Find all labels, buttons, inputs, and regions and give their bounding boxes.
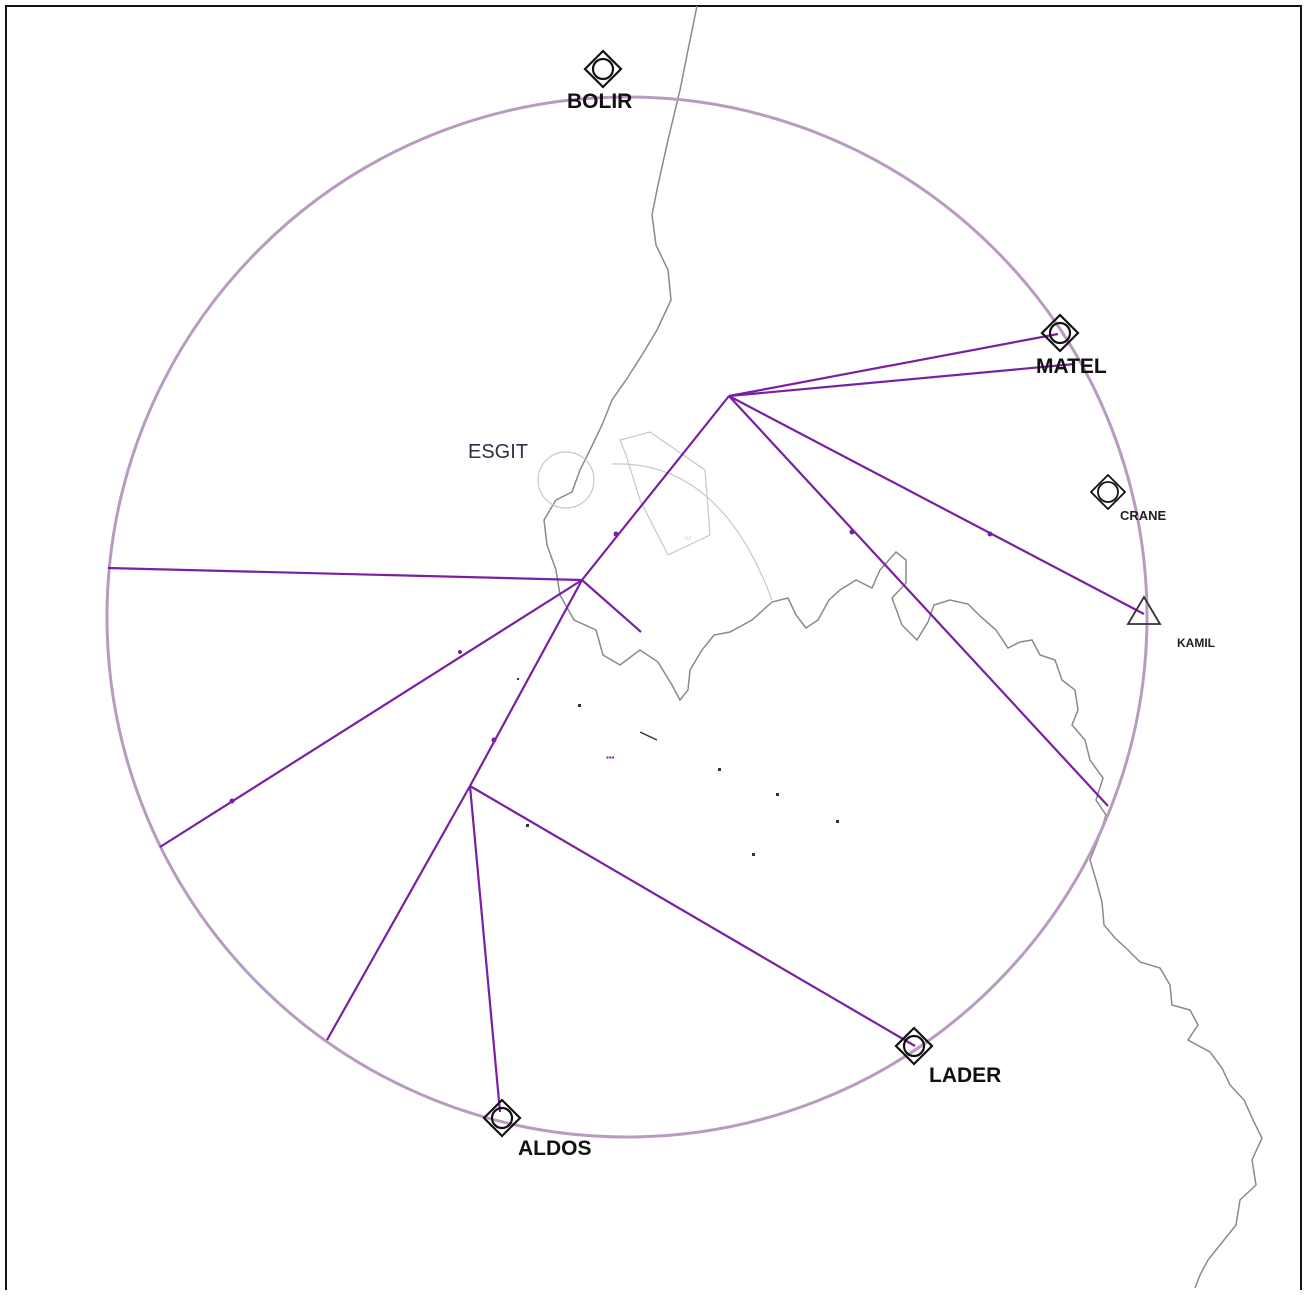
coastline <box>543 5 1263 1289</box>
route-short-spur <box>581 579 642 633</box>
route-ticks <box>229 529 993 804</box>
terrain-dash <box>639 731 658 741</box>
triangle-reporting-point-icon[interactable] <box>1126 595 1162 625</box>
compulsory-reporting-point-icon[interactable] <box>583 49 623 89</box>
route-to-aldos <box>468 785 502 1113</box>
on-request-reporting-point-icon[interactable] <box>1089 473 1127 511</box>
routes <box>107 332 1145 1113</box>
airport-area-faint <box>537 431 773 601</box>
waypoint-label-bolir: BOLIR <box>567 90 632 113</box>
airport-mark-faint: ▭ <box>685 535 692 542</box>
route-to-lader <box>469 785 916 1047</box>
waypoint-label-kamil: KAMIL <box>1177 636 1215 650</box>
chart-border <box>5 5 1302 1295</box>
waypoint-label-crane: CRANE <box>1120 508 1167 523</box>
waypoint-label-matel: MATEL <box>1036 355 1107 378</box>
small-purple-note: ▪▪▪ <box>606 753 615 762</box>
waypoint-label-lader: LADER <box>929 1064 1001 1087</box>
route-south-west-exit <box>326 785 471 1041</box>
range-circle <box>105 95 1149 1139</box>
route-southwest <box>159 579 583 848</box>
area-label-esgit: ESGIT <box>468 441 528 463</box>
route-to-kamil <box>728 395 1145 615</box>
compulsory-reporting-point-icon[interactable] <box>1040 313 1080 353</box>
route-to-matel-lower <box>728 362 1076 398</box>
terrain-marks <box>517 678 839 856</box>
route-mid-to-south <box>469 579 583 787</box>
route-to-matel-upper <box>728 332 1059 398</box>
compulsory-reporting-point-icon[interactable] <box>894 1026 934 1066</box>
waypoint-label-aldos: ALDOS <box>518 1137 592 1160</box>
route-west <box>107 566 583 582</box>
compulsory-reporting-point-icon[interactable] <box>482 1098 522 1138</box>
route-southeast <box>728 395 1109 807</box>
route-mid-to-north <box>581 395 730 581</box>
